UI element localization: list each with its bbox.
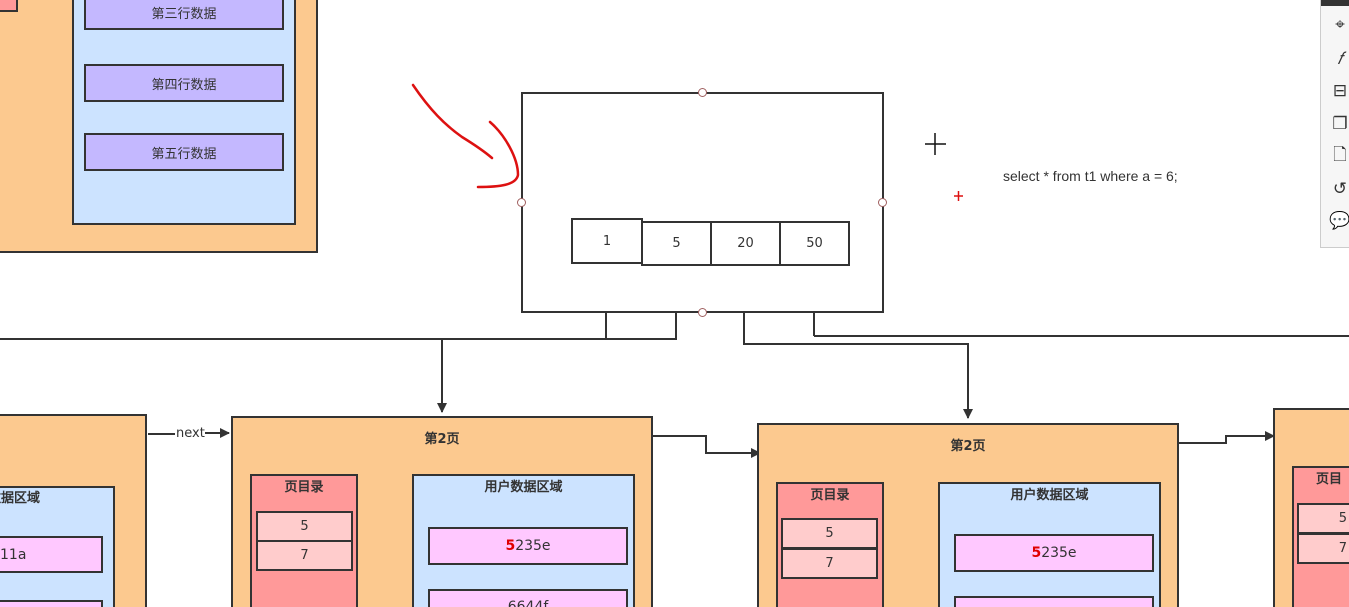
page-3-record-2[interactable] [954,596,1154,607]
page-2-title: 第2页 [424,432,460,447]
comment-icon[interactable]: 💬 [1329,211,1349,231]
crosshair-icon[interactable]: ⌖ [1335,15,1345,35]
root-key-20[interactable]: 20 [710,221,781,266]
page-3-slot-5[interactable]: 5 [781,518,878,549]
sql-query-text[interactable]: select * from t1 where a = 6; [1003,168,1178,184]
page-4-slot-7[interactable]: 7 [1297,533,1349,564]
page-1-user-area-title: 数据区域 [0,491,41,506]
page-icon[interactable]: 🗋 [1333,145,1347,165]
formula-icon[interactable]: 𝑓 [1337,49,1343,69]
page-2-user-area-title: 用户数据区域 [484,480,563,495]
next-label: next [176,426,205,441]
record-key-highlight: 5 [505,538,516,554]
copy-icon[interactable]: ❐ [1332,114,1348,134]
red-annotation-stroke [411,83,520,189]
page-4-slot-5[interactable]: 5 [1297,503,1349,534]
resize-handle-top[interactable] [698,88,707,97]
page-1-record[interactable]: 11a [0,536,103,573]
row-5[interactable]: 第五行数据 [84,133,284,171]
page-2-slot-7[interactable]: 7 [256,540,353,571]
resize-handle-right[interactable] [878,198,887,207]
root-key-5[interactable]: 5 [641,221,712,266]
root-key-1[interactable]: 1 [571,218,643,264]
page-2-directory-title: 页目录 [284,480,324,495]
toolbar-top-bar [1321,0,1349,6]
page-1-record-next[interactable] [0,600,103,607]
page-link-arrow [1178,431,1275,444]
root-index-node[interactable] [521,92,884,313]
container-icon[interactable]: ⊟ [1332,81,1348,101]
history-icon[interactable]: ↺ [1332,179,1348,199]
page-4-directory-title: 页目 [1316,472,1343,487]
page-3-slot-7[interactable]: 7 [781,548,878,579]
side-toolbar: ⌖ 𝑓 ⊟ ❐ 🗋 ↺ 💬 [1320,0,1349,248]
record-value: 6644f [507,599,549,607]
page-3-title: 第2页 [950,439,986,454]
page-3-directory-title: 页目录 [810,488,850,503]
record-key-highlight: 5 [1031,545,1042,561]
page-2-record-2[interactable]: 6644f [428,589,628,607]
record-value: 235e [515,538,551,554]
row-3[interactable]: 第三行数据 [84,0,284,30]
resize-handle-left[interactable] [517,198,526,207]
page-3-user-area-title: 用户数据区域 [1010,488,1089,503]
root-key-50[interactable]: 50 [779,221,850,266]
resize-handle-bottom[interactable] [698,308,707,317]
page-link-arrow [652,435,761,458]
user-data-area[interactable] [72,0,296,225]
record-value: 235e [1041,545,1077,561]
row-4[interactable]: 第四行数据 [84,64,284,102]
directory-area-partial [0,0,18,12]
page-2-slot-5[interactable]: 5 [256,511,353,542]
